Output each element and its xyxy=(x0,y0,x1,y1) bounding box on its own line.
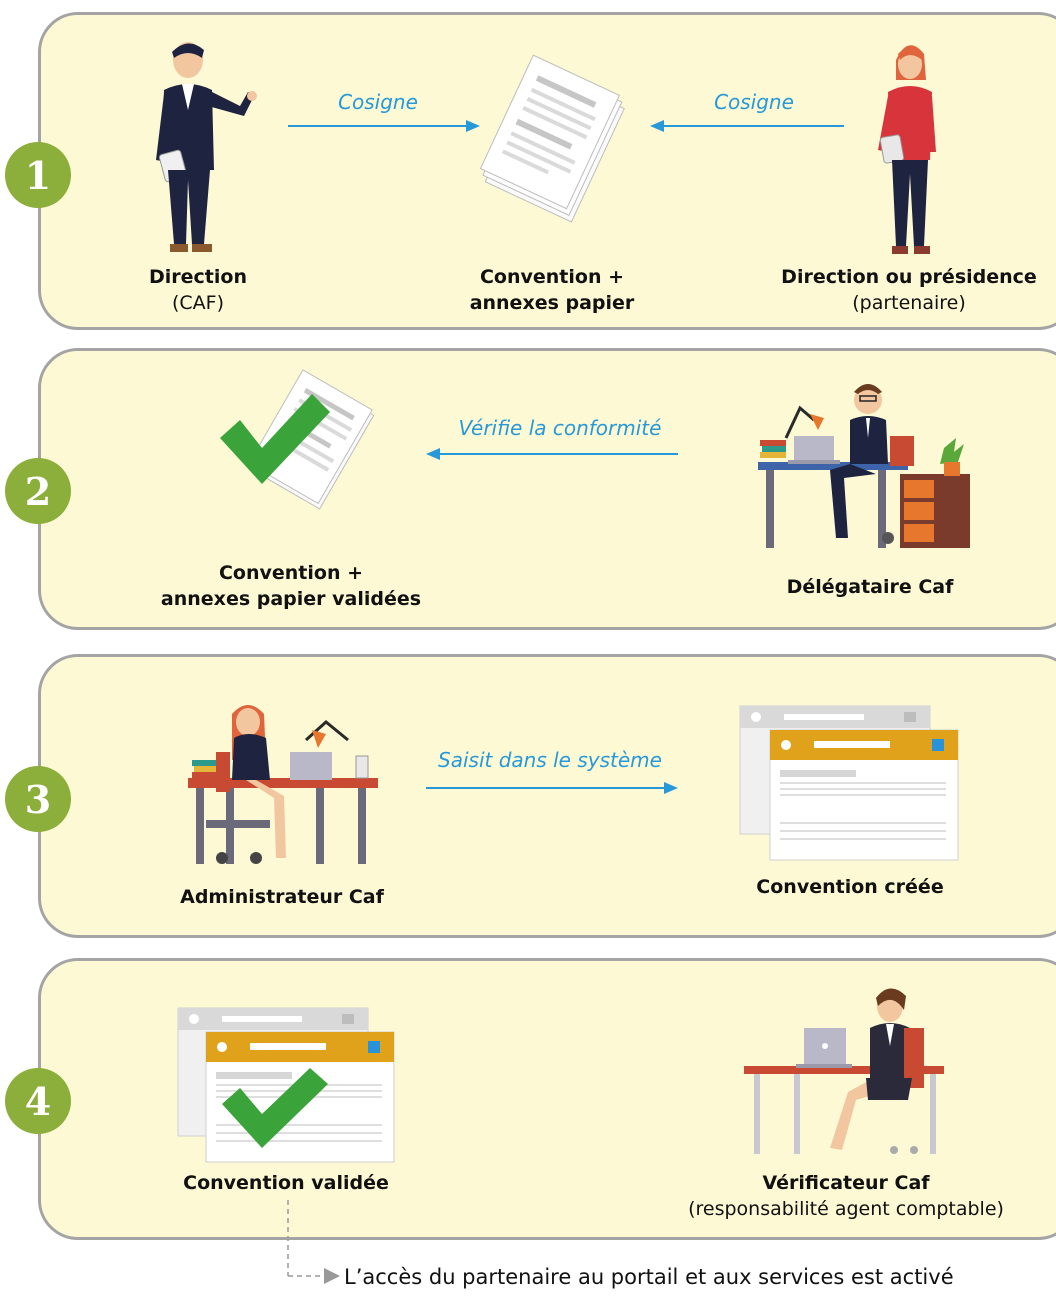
convention-created-caption: Convention créée xyxy=(736,874,964,900)
convention-papers-illustration xyxy=(479,54,625,223)
validated-papers-illustration xyxy=(220,369,375,510)
enter-system-arrow xyxy=(426,782,678,794)
verificateur-illustration xyxy=(744,988,944,1154)
verify-label: Vérifie la conformité xyxy=(458,416,662,440)
direction-partner-subtitle: (partenaire) xyxy=(852,292,966,314)
verificateur-caption: Vérificateur Caf (responsabilité agent c… xyxy=(664,1170,1028,1222)
check-icon xyxy=(220,394,330,484)
administrateur-caption: Administrateur Caf xyxy=(164,884,400,910)
delegataire-title: Délégataire Caf xyxy=(786,576,954,598)
delegataire-caption: Délégataire Caf xyxy=(772,574,968,600)
verify-arrow xyxy=(426,448,678,460)
delegataire-illustration xyxy=(758,384,970,548)
footer-portal-access-text: L’accès du partenaire au portail et aux … xyxy=(344,1265,954,1289)
cosign-right-arrow xyxy=(650,120,844,132)
footer-dashed-connector xyxy=(287,1200,340,1284)
validated-papers-caption-line2: annexes papier validées xyxy=(160,588,422,610)
administrateur-illustration xyxy=(188,705,378,864)
convention-validated-title: Convention validée xyxy=(183,1172,389,1194)
step-2-panel xyxy=(38,348,1056,630)
direction-partner-caption: Direction ou présidence (partenaire) xyxy=(776,264,1042,316)
direction-caf-title: Direction xyxy=(149,266,247,288)
convention-validated-caption: Convention validée xyxy=(166,1170,406,1196)
cosign-right-label: Cosigne xyxy=(714,90,794,114)
direction-partner-title: Direction ou présidence xyxy=(781,266,1037,288)
administrateur-title: Administrateur Caf xyxy=(180,886,384,908)
convention-caption-line2: annexes papier xyxy=(469,292,635,314)
verificateur-subtitle: (responsabilité agent comptable) xyxy=(688,1198,1004,1220)
convention-created-windows-illustration xyxy=(739,705,959,861)
step-3-badge: 3 xyxy=(5,766,71,832)
convention-caption-line1: Convention + xyxy=(479,266,625,288)
cosign-left-label: Cosigne xyxy=(338,90,418,114)
direction-caf-man-illustration xyxy=(156,42,257,252)
validated-papers-caption: Convention + annexes papier validées xyxy=(160,560,422,612)
direction-caf-caption: Direction (CAF) xyxy=(118,264,278,316)
direction-partner-woman-illustration xyxy=(878,45,936,254)
step-2-badge: 2 xyxy=(5,458,71,524)
step-4-badge: 4 xyxy=(5,1068,71,1134)
convention-caption: Convention + annexes papier xyxy=(452,264,652,316)
cosign-left-arrow xyxy=(288,120,480,132)
validated-papers-caption-line1: Convention + xyxy=(218,562,364,584)
convention-created-title: Convention créée xyxy=(756,876,944,898)
step-1-badge: 1 xyxy=(5,142,71,208)
verificateur-title: Vérificateur Caf xyxy=(762,1172,930,1194)
convention-validated-windows-illustration xyxy=(177,1007,395,1163)
enter-system-label: Saisit dans le système xyxy=(438,748,662,772)
direction-caf-subtitle: (CAF) xyxy=(171,292,225,314)
